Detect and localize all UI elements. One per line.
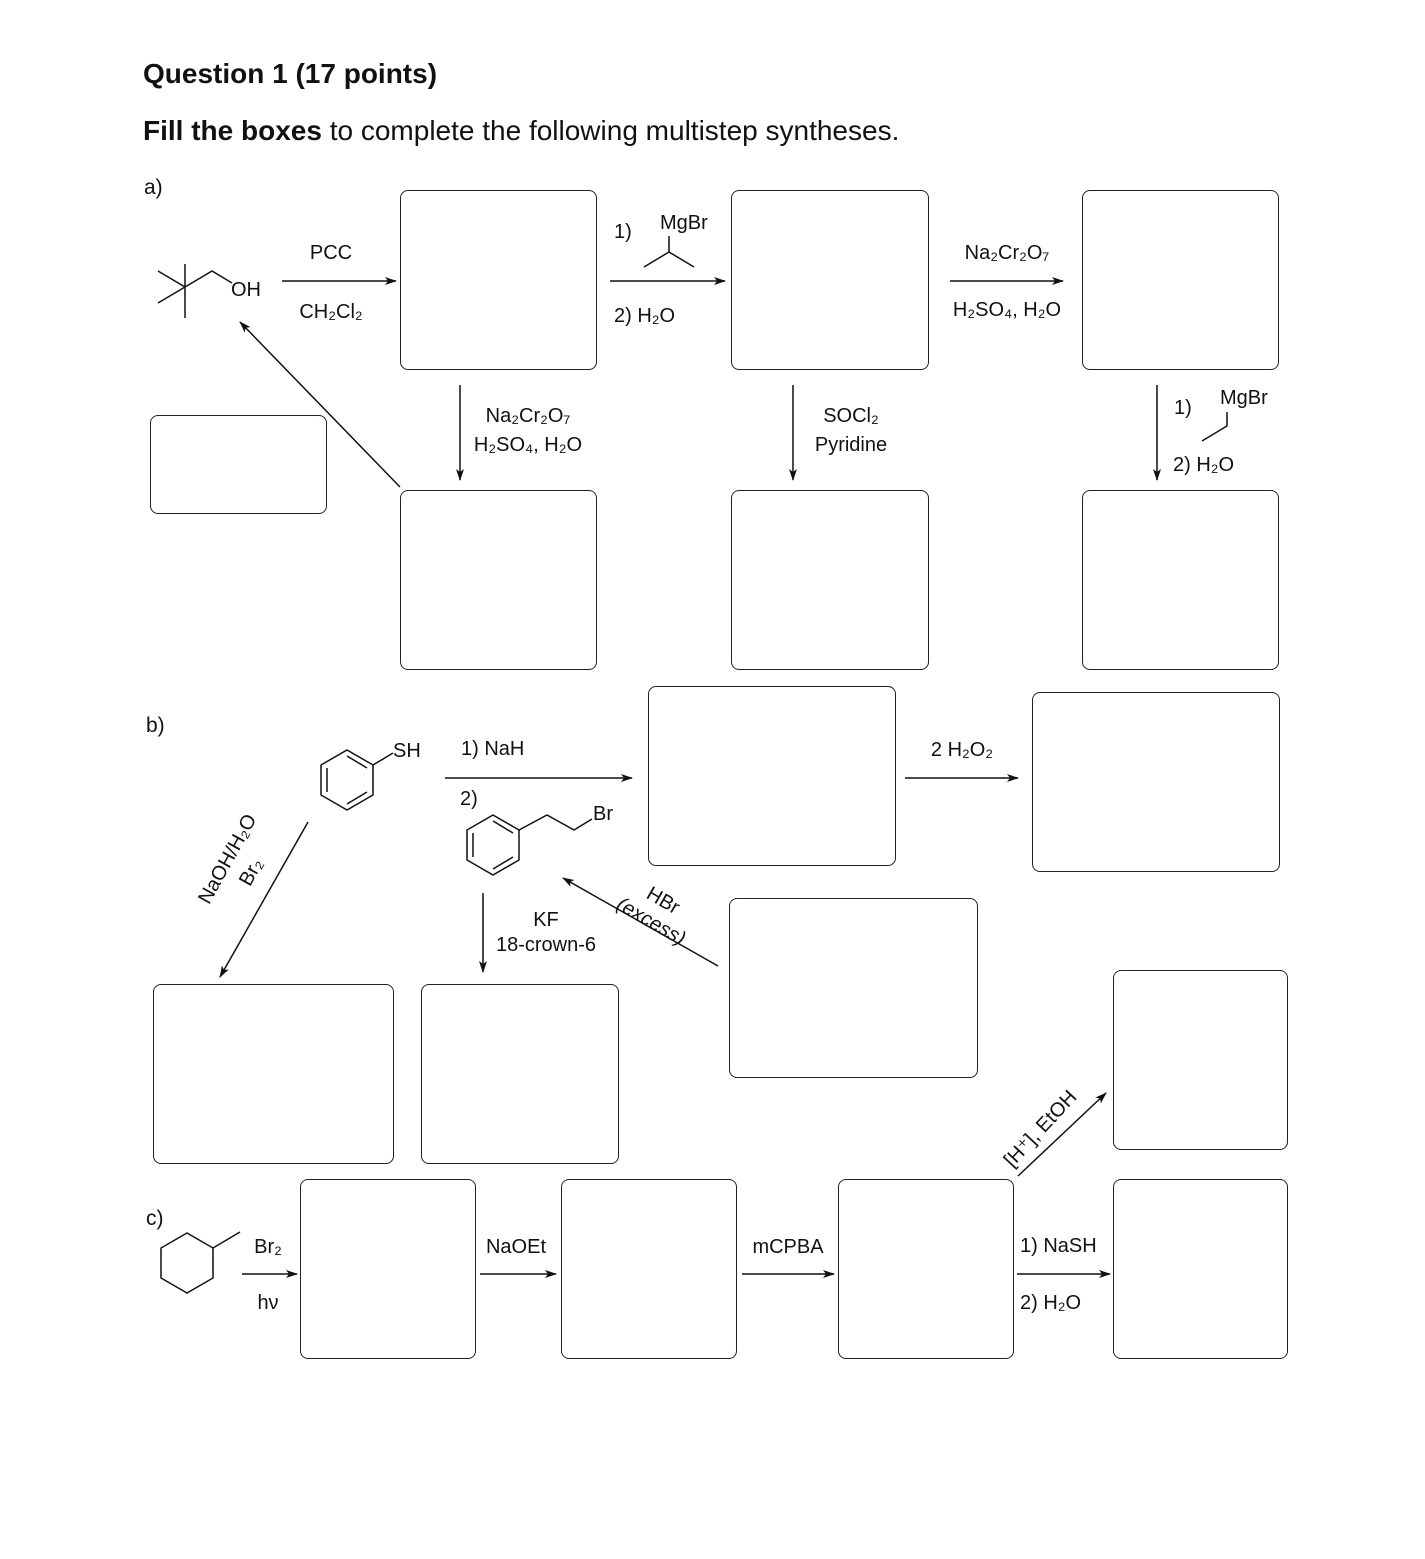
label-mcpba: mCPBA: [752, 1236, 824, 1258]
label-naoet: NaOEt: [486, 1236, 546, 1258]
label-nash: 1) NaSH: [1020, 1235, 1097, 1257]
answer-box-a-reagent[interactable]: [150, 415, 327, 514]
section-a-label: a): [144, 176, 163, 199]
label-acid-etoh: [H⁺], EtOH: [1000, 1086, 1082, 1171]
phenethyl-chain: [518, 814, 593, 831]
answer-box-b-halogenation[interactable]: [153, 984, 394, 1164]
answer-box-a-chloride[interactable]: [731, 490, 929, 670]
label-b-step2: 2): [460, 788, 478, 810]
label-a-right-mgbr: MgBr: [1220, 387, 1268, 409]
answer-box-b-thioether[interactable]: [648, 686, 896, 866]
label-jones-right-2: H₂SO₄, H₂O: [953, 299, 1061, 321]
label-a-right-step2: 2) H₂O: [1173, 454, 1234, 476]
label-oh: OH: [231, 279, 261, 301]
answer-box-a-oxidation-product[interactable]: [1082, 190, 1279, 370]
arrow-b-hbr: [562, 877, 719, 967]
isopropyl-grignard-skeleton: [643, 236, 695, 268]
label-a-step2: 2) H₂O: [614, 305, 675, 327]
answer-box-b-sulfone[interactable]: [1032, 692, 1280, 872]
label-a-mgbr: MgBr: [660, 212, 708, 234]
label-sh: SH: [393, 740, 421, 762]
answer-box-c-thiol[interactable]: [1113, 1179, 1288, 1359]
phenethyl-ring: [466, 814, 520, 876]
label-nah: 1) NaH: [461, 738, 524, 760]
label-ch2cl2: CH₂Cl₂: [299, 301, 362, 323]
label-pyridine: Pyridine: [815, 434, 887, 456]
label-18-crown-6: 18-crown-6: [496, 934, 596, 956]
label-socl2: SOCl₂: [823, 405, 879, 427]
label-pcc: PCC: [310, 242, 352, 264]
instructions: Fill the boxes to complete the following…: [143, 115, 899, 147]
question-title: Question 1 (17 points): [143, 58, 438, 89]
instructions-rest: to complete the following multistep synt…: [321, 115, 900, 146]
arrow-c-acid-etoh: [1017, 1092, 1107, 1177]
answer-box-b-hbr-start[interactable]: [729, 898, 978, 1078]
section-c-label: c): [146, 1207, 164, 1230]
answer-box-c-epoxide[interactable]: [838, 1179, 1014, 1359]
label-a-right-step1: 1): [1174, 397, 1192, 419]
label-a-step1: 1): [614, 221, 632, 243]
label-jones-down-1: Na₂Cr₂O₇: [486, 405, 571, 427]
answer-box-b-fluoride[interactable]: [421, 984, 619, 1164]
label-jones-down-2: H₂SO₄, H₂O: [474, 434, 582, 456]
arrow-b-halogenation: [219, 821, 309, 978]
neopentyl-alcohol-bonds: [157, 264, 233, 318]
thiophenol-double-bonds: [326, 755, 368, 805]
thiophenol-c-s-bond: [372, 752, 394, 766]
thiophenol-ring: [320, 749, 374, 811]
label-c-h2o: 2) H₂O: [1020, 1292, 1081, 1314]
answer-box-c-alkene[interactable]: [561, 1179, 737, 1359]
phenethyl-double-bonds: [472, 820, 514, 870]
answer-box-c-bromide[interactable]: [300, 1179, 476, 1359]
label-c-br2: Br₂: [254, 1236, 282, 1258]
label-h2o2: 2 H₂O₂: [931, 739, 993, 761]
label-kf: KF: [533, 909, 559, 931]
answer-box-a-grignard2-product[interactable]: [1082, 490, 1279, 670]
label-b-br2: Br₂: [235, 855, 268, 890]
answer-box-c-ether[interactable]: [1113, 970, 1288, 1150]
methylcyclohexane-methyl: [212, 1231, 241, 1249]
answer-box-a-grignard-product[interactable]: [731, 190, 929, 370]
arrow-a-diagonal: [239, 321, 401, 488]
label-hv: hν: [257, 1292, 278, 1314]
ethyl-grignard-skeleton: [1201, 412, 1228, 442]
instructions-bold: Fill the boxes: [143, 115, 322, 146]
answer-box-a-acid[interactable]: [400, 490, 597, 670]
section-b-label: b): [146, 714, 165, 737]
answer-box-a-pcc-product[interactable]: [400, 190, 597, 370]
methylcyclohexane-ring: [160, 1232, 214, 1294]
label-br: Br: [593, 803, 613, 825]
label-jones-right-1: Na₂Cr₂O₇: [965, 242, 1050, 264]
